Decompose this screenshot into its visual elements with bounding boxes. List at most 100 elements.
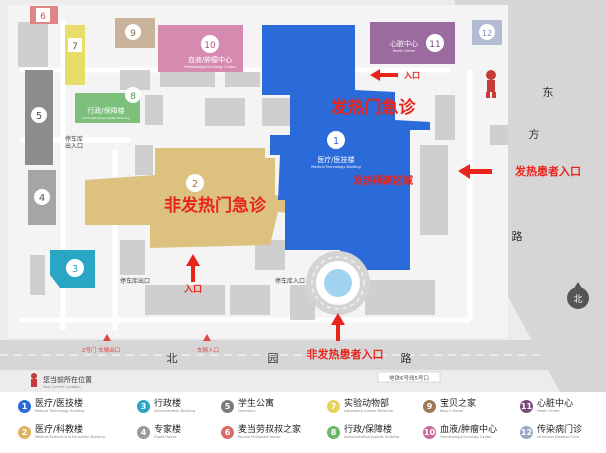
legend-en: Guest House xyxy=(154,435,177,439)
fountain xyxy=(324,269,352,297)
legend-num: 9 xyxy=(423,400,436,414)
fever-clinic-label: 发热门急诊 xyxy=(330,97,417,118)
building-5-number: 5 xyxy=(36,111,42,122)
legend-name: 医疗/科教楼 xyxy=(35,425,84,435)
legend-en: Hematology/Oncology Center xyxy=(440,435,492,439)
building-10-number: 10 xyxy=(204,41,216,51)
parking-entrance-exit-left: 停车库出入口 xyxy=(65,135,83,150)
legend-en: Infectious Disease Clinic xyxy=(537,435,580,439)
building-3-marker xyxy=(66,259,84,277)
current-location-marker xyxy=(486,70,496,98)
legend-name: 宝贝之家 xyxy=(440,399,477,409)
legend-en: Heart Center xyxy=(537,409,560,413)
building-11-name: 心脏中心 xyxy=(390,39,418,48)
arrow-to-fever-clinic xyxy=(370,69,398,81)
legend-num: 4 xyxy=(137,426,150,440)
building-1-name-en: Medical Technology Building xyxy=(311,165,360,169)
gate-east-triangle xyxy=(203,334,211,341)
location-label-en: Your Current Location xyxy=(43,385,81,389)
legend-num: 8 xyxy=(327,426,340,440)
legend-num: 5 xyxy=(221,400,234,414)
gate2-triangle xyxy=(103,334,111,341)
parking-entrance-label: 停车库入口 xyxy=(275,277,305,285)
fever-entrance-label: 入口 xyxy=(403,71,420,80)
east-road-char-2: 方 xyxy=(529,127,540,141)
legend-en: Dormitory xyxy=(238,409,256,413)
legend-num: 1 xyxy=(18,400,31,414)
compass-north: 北 xyxy=(573,294,582,305)
building-1[interactable] xyxy=(262,25,430,270)
parking-left-line2: 出入口 xyxy=(65,142,83,150)
legend-name: 行政楼 xyxy=(154,399,182,409)
legend-en: Administration Building xyxy=(154,409,195,413)
legend-name: 血液/肿瘤中心 xyxy=(440,425,498,435)
building-10-marker xyxy=(201,35,219,53)
metro-sign-text: 地铁6号线5号口 xyxy=(389,374,429,382)
arrows xyxy=(186,69,492,341)
building-8-name: 行政/保障楼 xyxy=(87,106,124,115)
building-1-number: 1 xyxy=(333,136,339,147)
legend-name: 专家楼 xyxy=(154,425,182,435)
building-2[interactable] xyxy=(85,148,318,248)
building-2-marker xyxy=(186,174,204,192)
building-7-marker xyxy=(68,38,82,52)
gray-blocks xyxy=(18,22,508,320)
parking-left-line1: 停车库 xyxy=(65,135,83,143)
building-6-number: 6 xyxy=(40,12,46,22)
legend-name: 实验动物部 xyxy=(344,399,390,409)
legend-location-marker xyxy=(31,373,37,387)
legend-name: 医疗/医技楼 xyxy=(35,399,84,409)
arrow-non-fever-clinic xyxy=(186,254,200,282)
building-2-number: 2 xyxy=(192,179,198,190)
building-9-number: 9 xyxy=(130,29,136,39)
legend-en: Medical/Science and Education Building xyxy=(35,435,105,439)
building-11-marker xyxy=(426,34,444,52)
legend-name: 心脏中心 xyxy=(537,399,574,409)
legend-name: 行政/保障楼 xyxy=(344,425,393,435)
legend-num: 12 xyxy=(520,426,533,440)
building-11-name-en: Heart Center xyxy=(393,49,416,53)
roundabout-lane xyxy=(311,256,365,310)
building-11-number: 11 xyxy=(429,40,440,50)
building-12-marker xyxy=(479,24,495,40)
fever-patient-entrance-label: 发热患者入口 xyxy=(514,164,581,178)
north-road-char-2: 园 xyxy=(268,352,279,365)
legend-name: 麦当劳叔叔之家 xyxy=(238,425,302,435)
parking-exit-label: 停车库出口 xyxy=(120,277,150,285)
legend-name: 传染病门诊 xyxy=(537,425,583,435)
building-10-name-en: Hematology/Oncology Center xyxy=(184,65,236,69)
legend-en: Baby's Home xyxy=(440,409,464,413)
legend-num: 10 xyxy=(423,426,436,440)
north-road-char-3: 路 xyxy=(401,352,412,365)
building-1-name: 医疗/医技楼 xyxy=(317,155,354,164)
legend-en: Administrative/Logistic Building xyxy=(344,435,400,439)
non-fever-patient-entrance-label: 非发热患者入口 xyxy=(307,347,384,361)
arrow-fever-patient xyxy=(458,164,492,179)
building-8-number: 8 xyxy=(130,92,136,102)
building-10[interactable] xyxy=(158,25,243,72)
building-12-number: 12 xyxy=(482,29,492,38)
non-fever-clinic-label: 非发热门急诊 xyxy=(164,195,267,216)
arrow-non-fever-patient xyxy=(331,313,345,341)
legend-en: Laboratory Animal Medicine xyxy=(344,409,394,413)
building-1-marker xyxy=(327,131,345,149)
compass-arrow xyxy=(573,282,583,290)
building-7[interactable] xyxy=(65,25,85,85)
location-label: 您当前所在位置 xyxy=(43,375,92,384)
legend-num: 6 xyxy=(221,426,234,440)
legend-num: 3 xyxy=(137,400,150,414)
compass xyxy=(567,287,589,309)
building-7-number: 7 xyxy=(72,42,78,52)
